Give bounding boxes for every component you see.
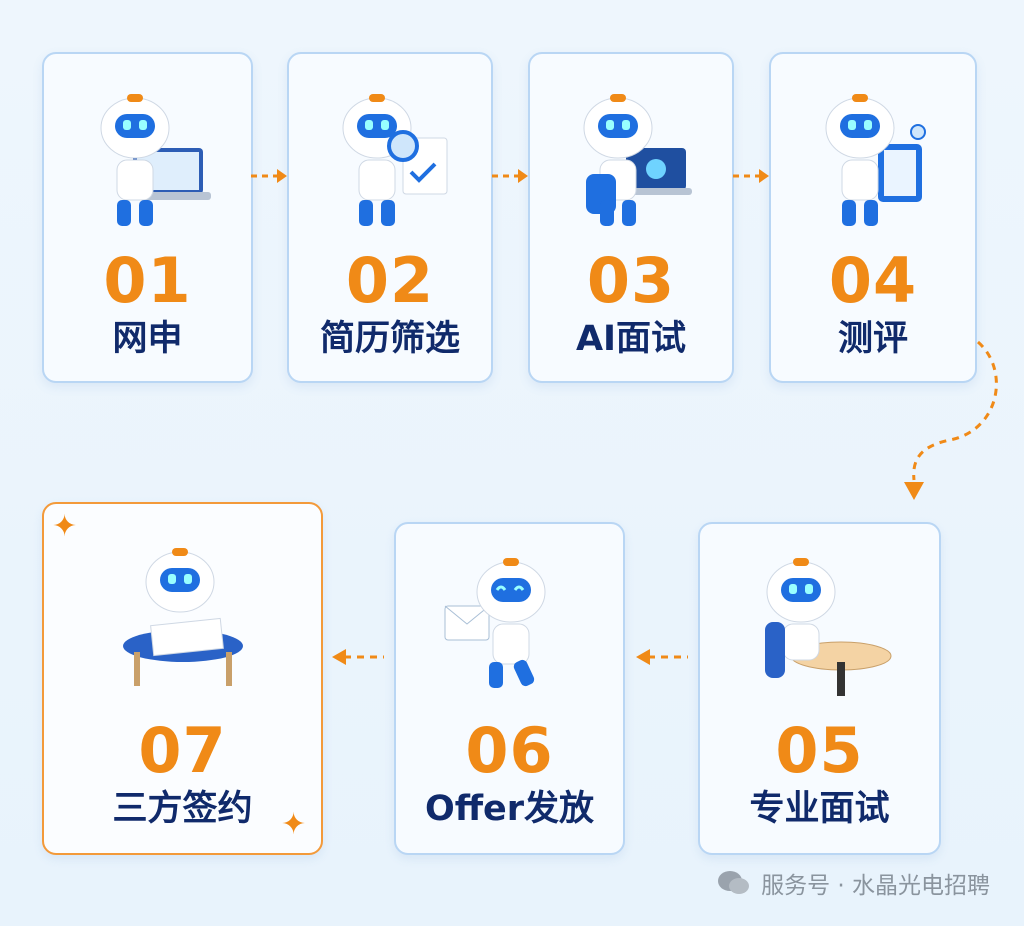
- step-number: 01: [103, 244, 192, 317]
- step-label: 测评: [837, 319, 908, 359]
- step-number: 06: [465, 714, 554, 787]
- step-number: 05: [775, 714, 864, 787]
- step-label: 专业面试: [749, 789, 890, 829]
- step-label: Offer发放: [424, 789, 595, 829]
- robot-clipboard-icon: [825, 94, 926, 226]
- wechat-icon: [718, 871, 750, 894]
- step-label: 简历筛选: [319, 319, 460, 359]
- watermark-text: 服务号 · 水晶光电招聘: [761, 873, 990, 899]
- sparkle-icon: ✦: [281, 807, 307, 842]
- step-card-02: 02 简历筛选: [287, 52, 493, 383]
- arrow-right-icon: [733, 169, 769, 183]
- robot-table-icon: [764, 558, 891, 696]
- step-card-07: 07 三方签约: [42, 502, 323, 855]
- step-card-03: 03 AI面试: [528, 52, 734, 383]
- step-label: 网申: [112, 319, 183, 359]
- step-card-04: 04 测评: [769, 52, 977, 383]
- watermark: 服务号 · 水晶光电招聘: [717, 866, 990, 900]
- sparkle-icon: ✦: [52, 509, 78, 544]
- robot-ai-laptop-icon: [583, 94, 692, 226]
- robot-laptop-icon: [100, 94, 211, 226]
- step-card-01: 01 网申: [42, 52, 253, 383]
- step-number: 02: [345, 244, 435, 317]
- step-card-06: 06 Offer发放: [394, 522, 625, 855]
- robot-signing-icon: [122, 548, 243, 686]
- robot-envelope-icon: [444, 558, 545, 688]
- robot-magnifier-icon: [342, 94, 448, 226]
- arrow-right-icon: [251, 169, 287, 183]
- arrow-left-icon: [636, 649, 688, 665]
- step-label: AI面试: [575, 319, 687, 359]
- arrow-right-icon: [492, 169, 528, 183]
- step-number: 04: [828, 244, 918, 317]
- step-label: 三方签约: [112, 789, 253, 829]
- step-number: 03: [586, 244, 676, 317]
- arrow-left-icon: [332, 649, 384, 665]
- step-number: 07: [138, 714, 227, 787]
- step-card-05: 05 专业面试: [698, 522, 941, 855]
- arrow-curve-down-icon: [904, 340, 998, 500]
